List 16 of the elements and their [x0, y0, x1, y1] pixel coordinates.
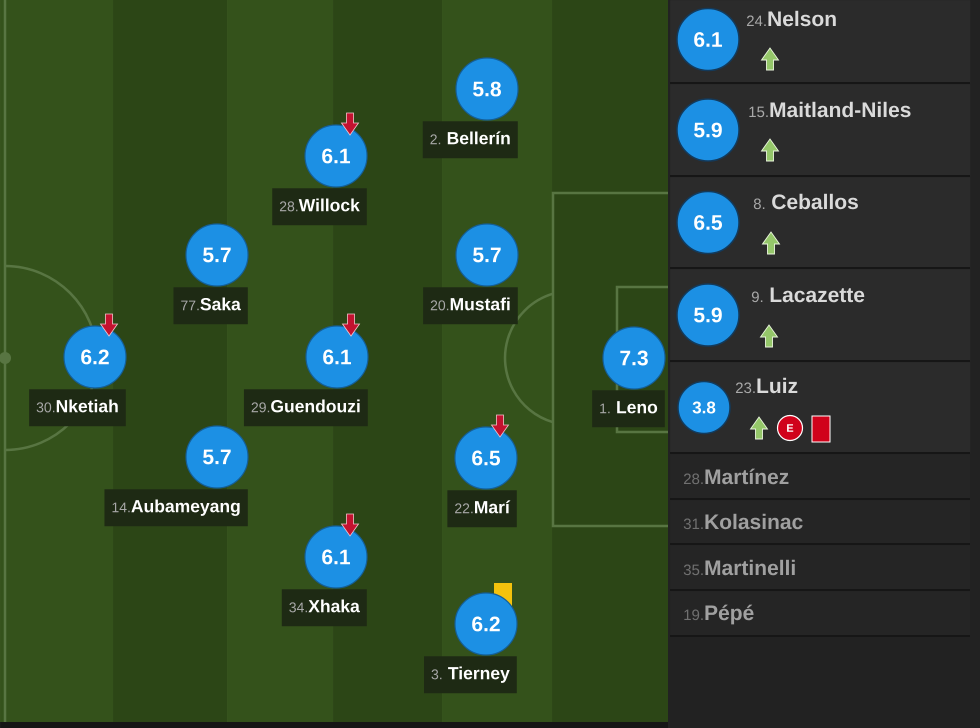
name-label: 29.Guendouzi — [244, 389, 368, 426]
list-row: 28.Martínez — [670, 454, 970, 500]
name-label: 22.Marí — [447, 490, 517, 528]
name-label: 28.Willock — [272, 188, 367, 226]
list-row: 19.Pépé — [670, 591, 970, 637]
list-row: 35.Martinelli — [670, 545, 970, 591]
name-label: 2. Bellerín — [422, 121, 518, 158]
name-label: 3. Tierney — [424, 656, 517, 694]
name-label: 34.Xhaka — [282, 589, 367, 626]
error-badge: E — [776, 414, 804, 442]
name-label: 14.Aubameyang — [104, 489, 248, 526]
name-label: 20.Mustafi — [423, 287, 518, 324]
name-label: 77.Saka — [173, 287, 248, 324]
name-label: 30.Nketiah — [29, 389, 126, 426]
name-label: 1. Leno — [592, 390, 665, 428]
list-row: 31.Kolasinac — [670, 500, 970, 545]
